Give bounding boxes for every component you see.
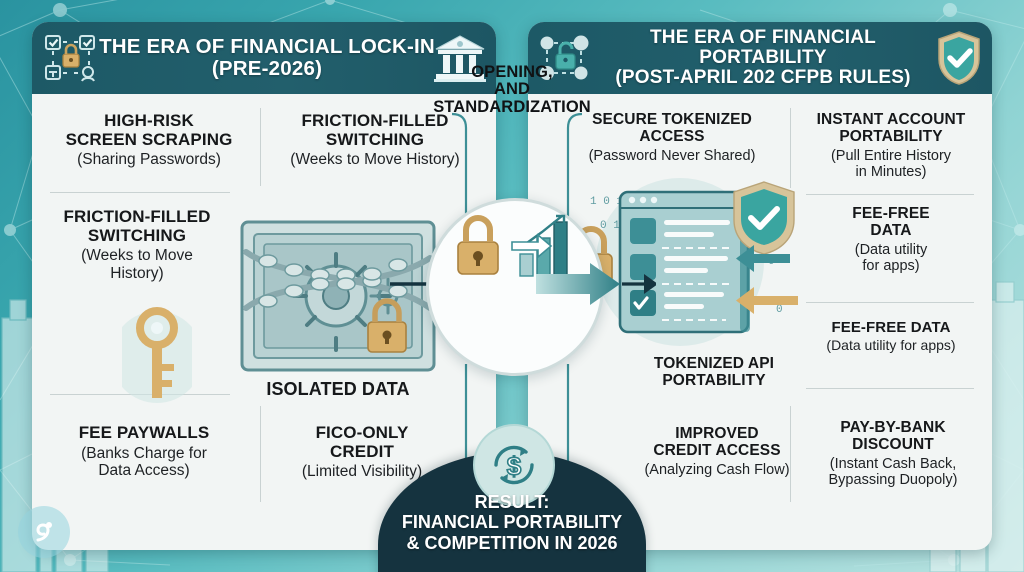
cell-friction-filled-switching-mid: FRICTION-FILLED SWITCHING (Weeks to Move… [42,207,232,282]
hub-icons-group [457,214,568,277]
cell-title-line1: FEE PAYWALLS [78,423,210,442]
arrow-out-of-hub [536,263,656,305]
cell-fee-paywalls: FEE PAYWALLS (Banks Charge for Data Acce… [46,423,242,480]
cell-title-line1: FRICTION-FILLED [301,111,449,130]
result-label: RESULT: FINANCIAL PORTABILITY & COMPETIT… [376,492,648,553]
hub-line1: OPENING, [471,63,553,81]
right-panel-title: THE ERA OF FINANCIAL PORTABILITY (POST-A… [528,26,992,89]
cell-sub-line1: (Password Never Shared) [588,147,756,164]
cell-title-line2: CREDIT [330,441,394,461]
svg-text:0 1: 0 1 [600,220,620,232]
cell-sub-line1: (Instant Cash Back, [829,455,957,472]
left-panel-financial-lock-in: THE ERA OF FINANCIAL LOCK-IN (PRE-2026) [32,22,496,550]
cell-title-line1: FEE-FREE [852,205,930,222]
cell-sub-line2: Bypassing Duopoly) [828,472,958,489]
cell-fico-only-credit: FICO-ONLY CREDIT (Limited Visibility) [264,423,460,481]
cell-sub-line2: Data Access) [98,462,190,480]
result-line1: RESULT: [474,492,550,512]
gold-key-icon [122,307,192,403]
cell-sub-line1: (Data utility [854,241,928,258]
result-line3: & COMPETITION IN 2026 [406,532,618,553]
vault-with-chains-icon [240,220,436,372]
divider-vertical-bottom-left [260,406,261,502]
shield-check-icon [934,30,984,86]
result-badge: $ [473,424,555,506]
growth-bar-chart-icon [511,214,568,277]
right-panel-body: SECURE TOKENIZED ACCESS (Password Never … [528,94,992,550]
bank-building-icon [432,33,488,83]
cell-title-line1: FRICTION-FILLED [63,207,211,226]
cell-friction-filled-switching-top: FRICTION-FILLED SWITCHING (Weeks to Move… [268,111,482,169]
cell-title-line1: HIGH-RISK [104,111,194,130]
right-panel-header: THE ERA OF FINANCIAL PORTABILITY (POST-A… [528,22,992,94]
cell-sub-line2: for apps) [862,258,920,275]
divider-horizontal-lower-right [806,388,974,389]
arrow-left-teal-icon [736,245,790,272]
cell-improved-credit-access: IMPROVED CREDIT ACCESS (Analyzing Cash F… [624,425,810,478]
open-lock-network-icon [538,32,594,84]
cell-sub-line1: (Weeks to Move [81,247,193,265]
divider-horizontal-upper-right [806,194,974,195]
left-title-line2: (PRE-2026) [211,57,323,80]
right-panel-financial-portability: THE ERA OF FINANCIAL PORTABILITY (POST-A… [528,22,992,550]
cell-title-line1: IMPROVED [675,425,759,442]
cell-title-line2: SWITCHING [87,225,187,245]
cell-title-line2: DATA [870,221,912,239]
cell-secure-tokenized-access: SECURE TOKENIZED ACCESS (Password Never … [564,111,780,164]
cell-title-line2: SCREEN SCRAPING [65,129,233,149]
cell-title-line1: FEE-FREE DATA [831,319,951,336]
cell-sub-line1: (Analyzing Cash Flow) [644,461,790,478]
cell-high-risk-screen-scraping: HIGH-RISK SCREEN SCRAPING (Sharing Passw… [46,111,252,169]
right-title-line1: THE ERA OF FINANCIAL PORTABILITY [649,26,876,68]
divider-vertical-bottom-right [790,406,791,502]
cell-title-line2: DISCOUNT [852,435,934,453]
cell-title-line1: TOKENIZED API [653,355,775,372]
cell-title-line2: PORTABILITY [839,127,943,145]
cell-title-line1: PAY-BY-BANK [840,419,946,436]
left-panel-title: THE ERA OF FINANCIAL LOCK-IN (PRE-2026) [35,36,493,79]
left-panel-header: THE ERA OF FINANCIAL LOCK-IN (PRE-2026) [32,22,496,94]
hub-line2: AND [493,80,531,99]
cell-title-line2: ACCESS [639,127,705,145]
cell-sub-line1: (Data utility for apps) [826,337,956,354]
cell-title-line2: SWITCHING [325,129,425,149]
left-panel-body: HIGH-RISK SCREEN SCRAPING (Sharing Passw… [32,94,496,550]
cell-fee-free-data-lower: FEE-FREE DATA (Data utility for apps) [800,319,982,354]
cell-title-line2: PORTABILITY [662,371,766,389]
cell-title-line1: INSTANT ACCOUNT [816,111,966,128]
cell-sub-line2: in Minutes) [855,164,927,181]
cell-fee-free-data-upper: FEE-FREE DATA (Data utility for apps) [806,205,976,275]
cell-pay-by-bank-discount: PAY-BY-BANK DISCOUNT (Instant Cash Back,… [800,419,986,489]
cell-tokenized-api-portability: TOKENIZED API PORTABILITY [624,355,804,390]
left-title-line1: THE ERA OF FINANCIAL LOCK-IN [99,35,435,59]
cell-title-line2: CREDIT ACCESS [653,441,781,459]
svg-text:$: $ [507,451,522,481]
hub-line3: STANDARDIZATION [433,97,591,116]
divider-vertical-top-left [260,108,261,186]
cell-sub-line2: History) [110,264,164,282]
cell-sub-line1: (Limited Visibility) [301,463,423,481]
cell-sub-line1: (Sharing Passwords) [77,151,221,169]
brand-watermark [18,506,70,558]
cell-sub-line1: (Pull Entire History [830,147,952,164]
divider-horizontal-middle-right [806,302,974,303]
cell-sub-line1: (Weeks to Move History) [290,151,460,169]
isolated-data-caption: ISOLATED DATA [228,379,448,400]
right-title-line2: (POST-APRIL 202 CFPB RULES) [615,67,911,89]
hub-label: OPENING, AND STANDARDIZATION [0,63,1024,116]
cell-title-line1: SECURE TOKENIZED [592,111,752,128]
divider-horizontal-upper-left [50,192,230,193]
divider-vertical-top-right [790,108,791,188]
cell-sub-line1: (Banks Charge for [81,444,207,462]
dollar-cycle-icon: $ [494,445,534,485]
svg-text:0: 0 [776,304,783,316]
cell-instant-account-portability: INSTANT ACCOUNT PORTABILITY (Pull Entire… [800,111,982,181]
cell-title-line1: FICO-ONLY [315,423,409,442]
result-line2: FINANCIAL PORTABILITY [401,512,623,533]
lock-network-icon [42,32,100,84]
arrow-left-gold-icon [736,287,798,314]
brand-logo-icon [36,522,52,542]
isolated-data-label: ISOLATED DATA [266,379,410,399]
gold-padlock-icon [457,215,499,275]
